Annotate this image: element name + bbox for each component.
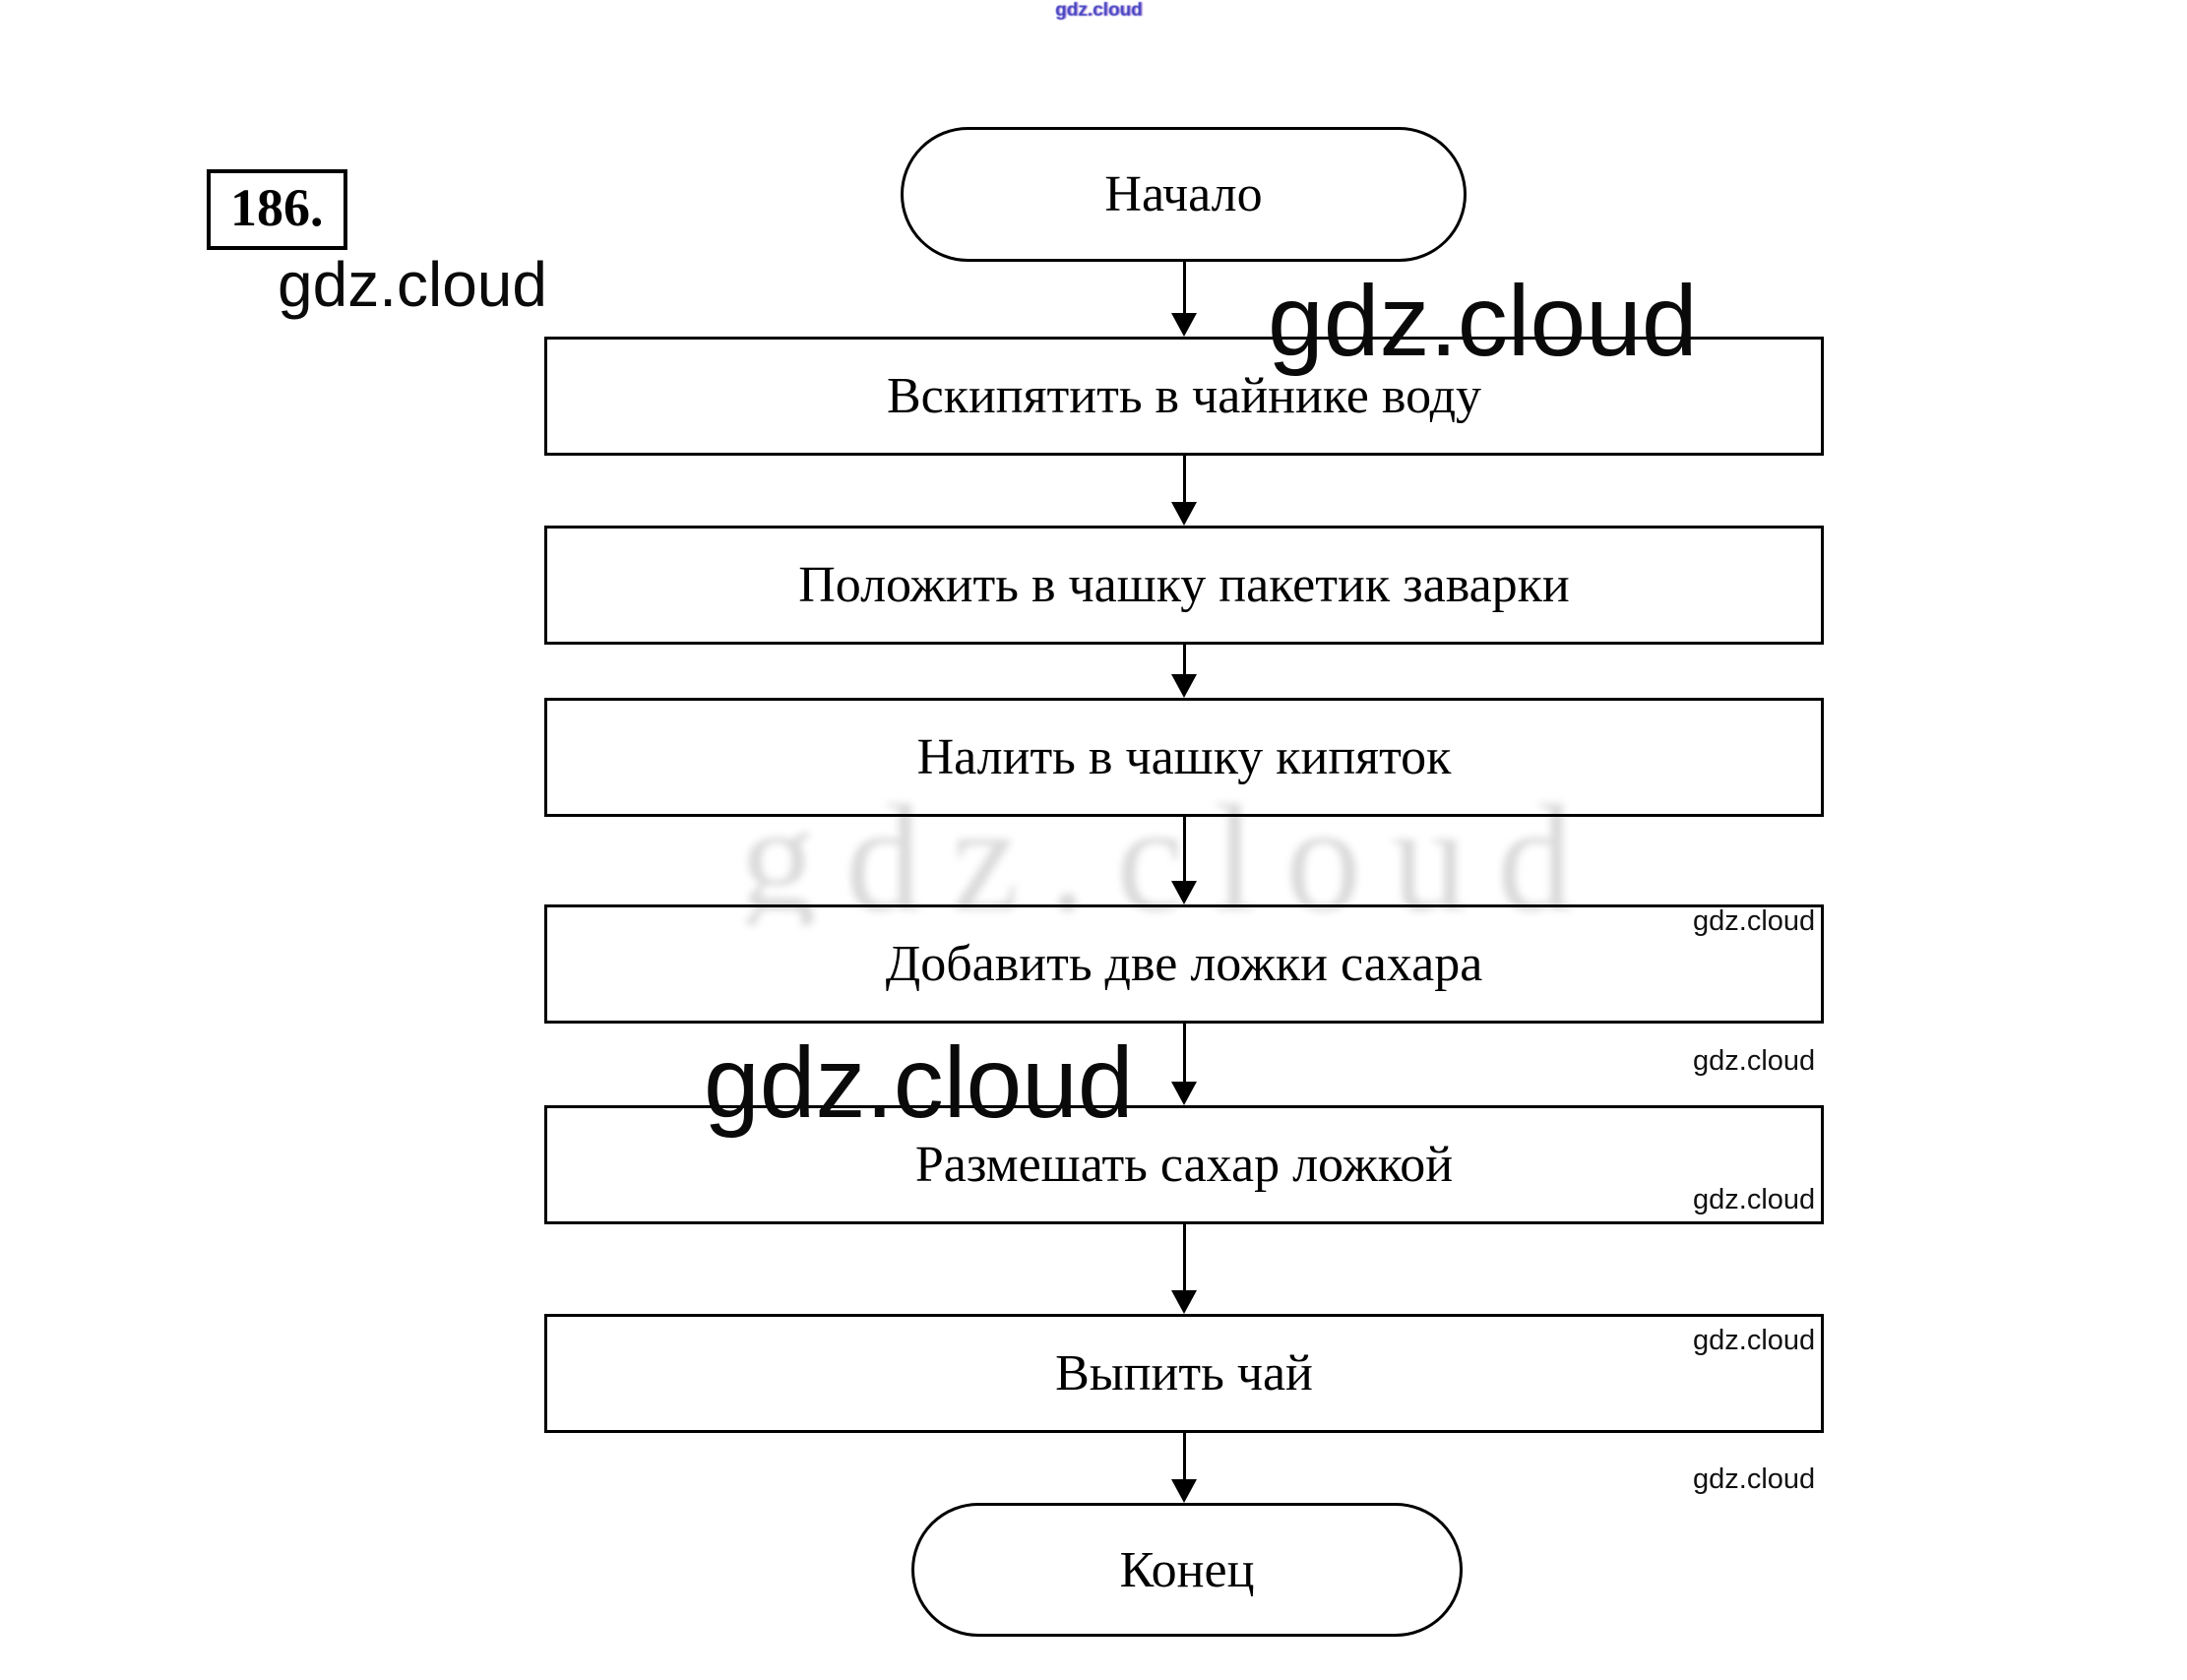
watermark-side-3: gdz.cloud: [1693, 1184, 1816, 1215]
arrow-shaft: [1182, 456, 1186, 506]
flow-arrow: [1171, 817, 1197, 904]
arrow-shaft: [1182, 1433, 1186, 1483]
arrow-head-icon: [1171, 1082, 1197, 1105]
flow-step-box-3: Налить в чашку кипяток: [544, 698, 1824, 817]
watermark-side-2: gdz.cloud: [1693, 1045, 1816, 1077]
faint-watermark-band: gdz.cloud: [739, 799, 1603, 925]
arrow-shaft: [1182, 817, 1186, 885]
arrow-shaft: [1182, 1224, 1186, 1294]
arrow-head-icon: [1171, 674, 1197, 698]
flow-step-box-5: Размешать сахар ложкой: [544, 1105, 1824, 1224]
flow-step-box-4: Добавить две ложки сахара: [544, 904, 1824, 1024]
arrow-head-icon: [1171, 1290, 1197, 1314]
watermark-top-small: gdz.cloud: [1055, 0, 1143, 21]
arrow-head-icon: [1171, 881, 1197, 904]
flow-start-terminal: Начало: [901, 127, 1467, 262]
flow-arrow: [1171, 1224, 1197, 1314]
watermark-right-large: gdz.cloud: [1268, 265, 1698, 377]
flow-step-box-2: Положить в чашку пакетик заварки: [544, 526, 1824, 645]
arrow-head-icon: [1171, 1479, 1197, 1503]
flow-step-box-1: Вскипятить в чайнике воду: [544, 337, 1824, 456]
flow-arrow: [1171, 1433, 1197, 1503]
arrow-head-icon: [1171, 313, 1197, 337]
arrow-head-icon: [1171, 502, 1197, 526]
arrow-shaft: [1182, 262, 1186, 317]
watermark-left: gdz.cloud: [278, 249, 547, 320]
arrow-shaft: [1182, 1024, 1186, 1086]
flow-arrow: [1171, 262, 1197, 337]
flow-arrow: [1171, 1024, 1197, 1105]
watermark-center-large: gdz.cloud: [704, 1027, 1134, 1139]
watermark-side-1: gdz.cloud: [1693, 905, 1816, 937]
watermark-side-5: gdz.cloud: [1693, 1463, 1816, 1495]
watermark-side-4: gdz.cloud: [1693, 1325, 1816, 1356]
task-number: 186.: [207, 169, 347, 250]
flow-step-box-6: Выпить чай: [544, 1314, 1824, 1433]
arrow-shaft: [1182, 645, 1186, 678]
flow-end-terminal: Конец: [911, 1503, 1463, 1637]
flow-arrow: [1171, 645, 1197, 698]
flow-arrow: [1171, 456, 1197, 526]
